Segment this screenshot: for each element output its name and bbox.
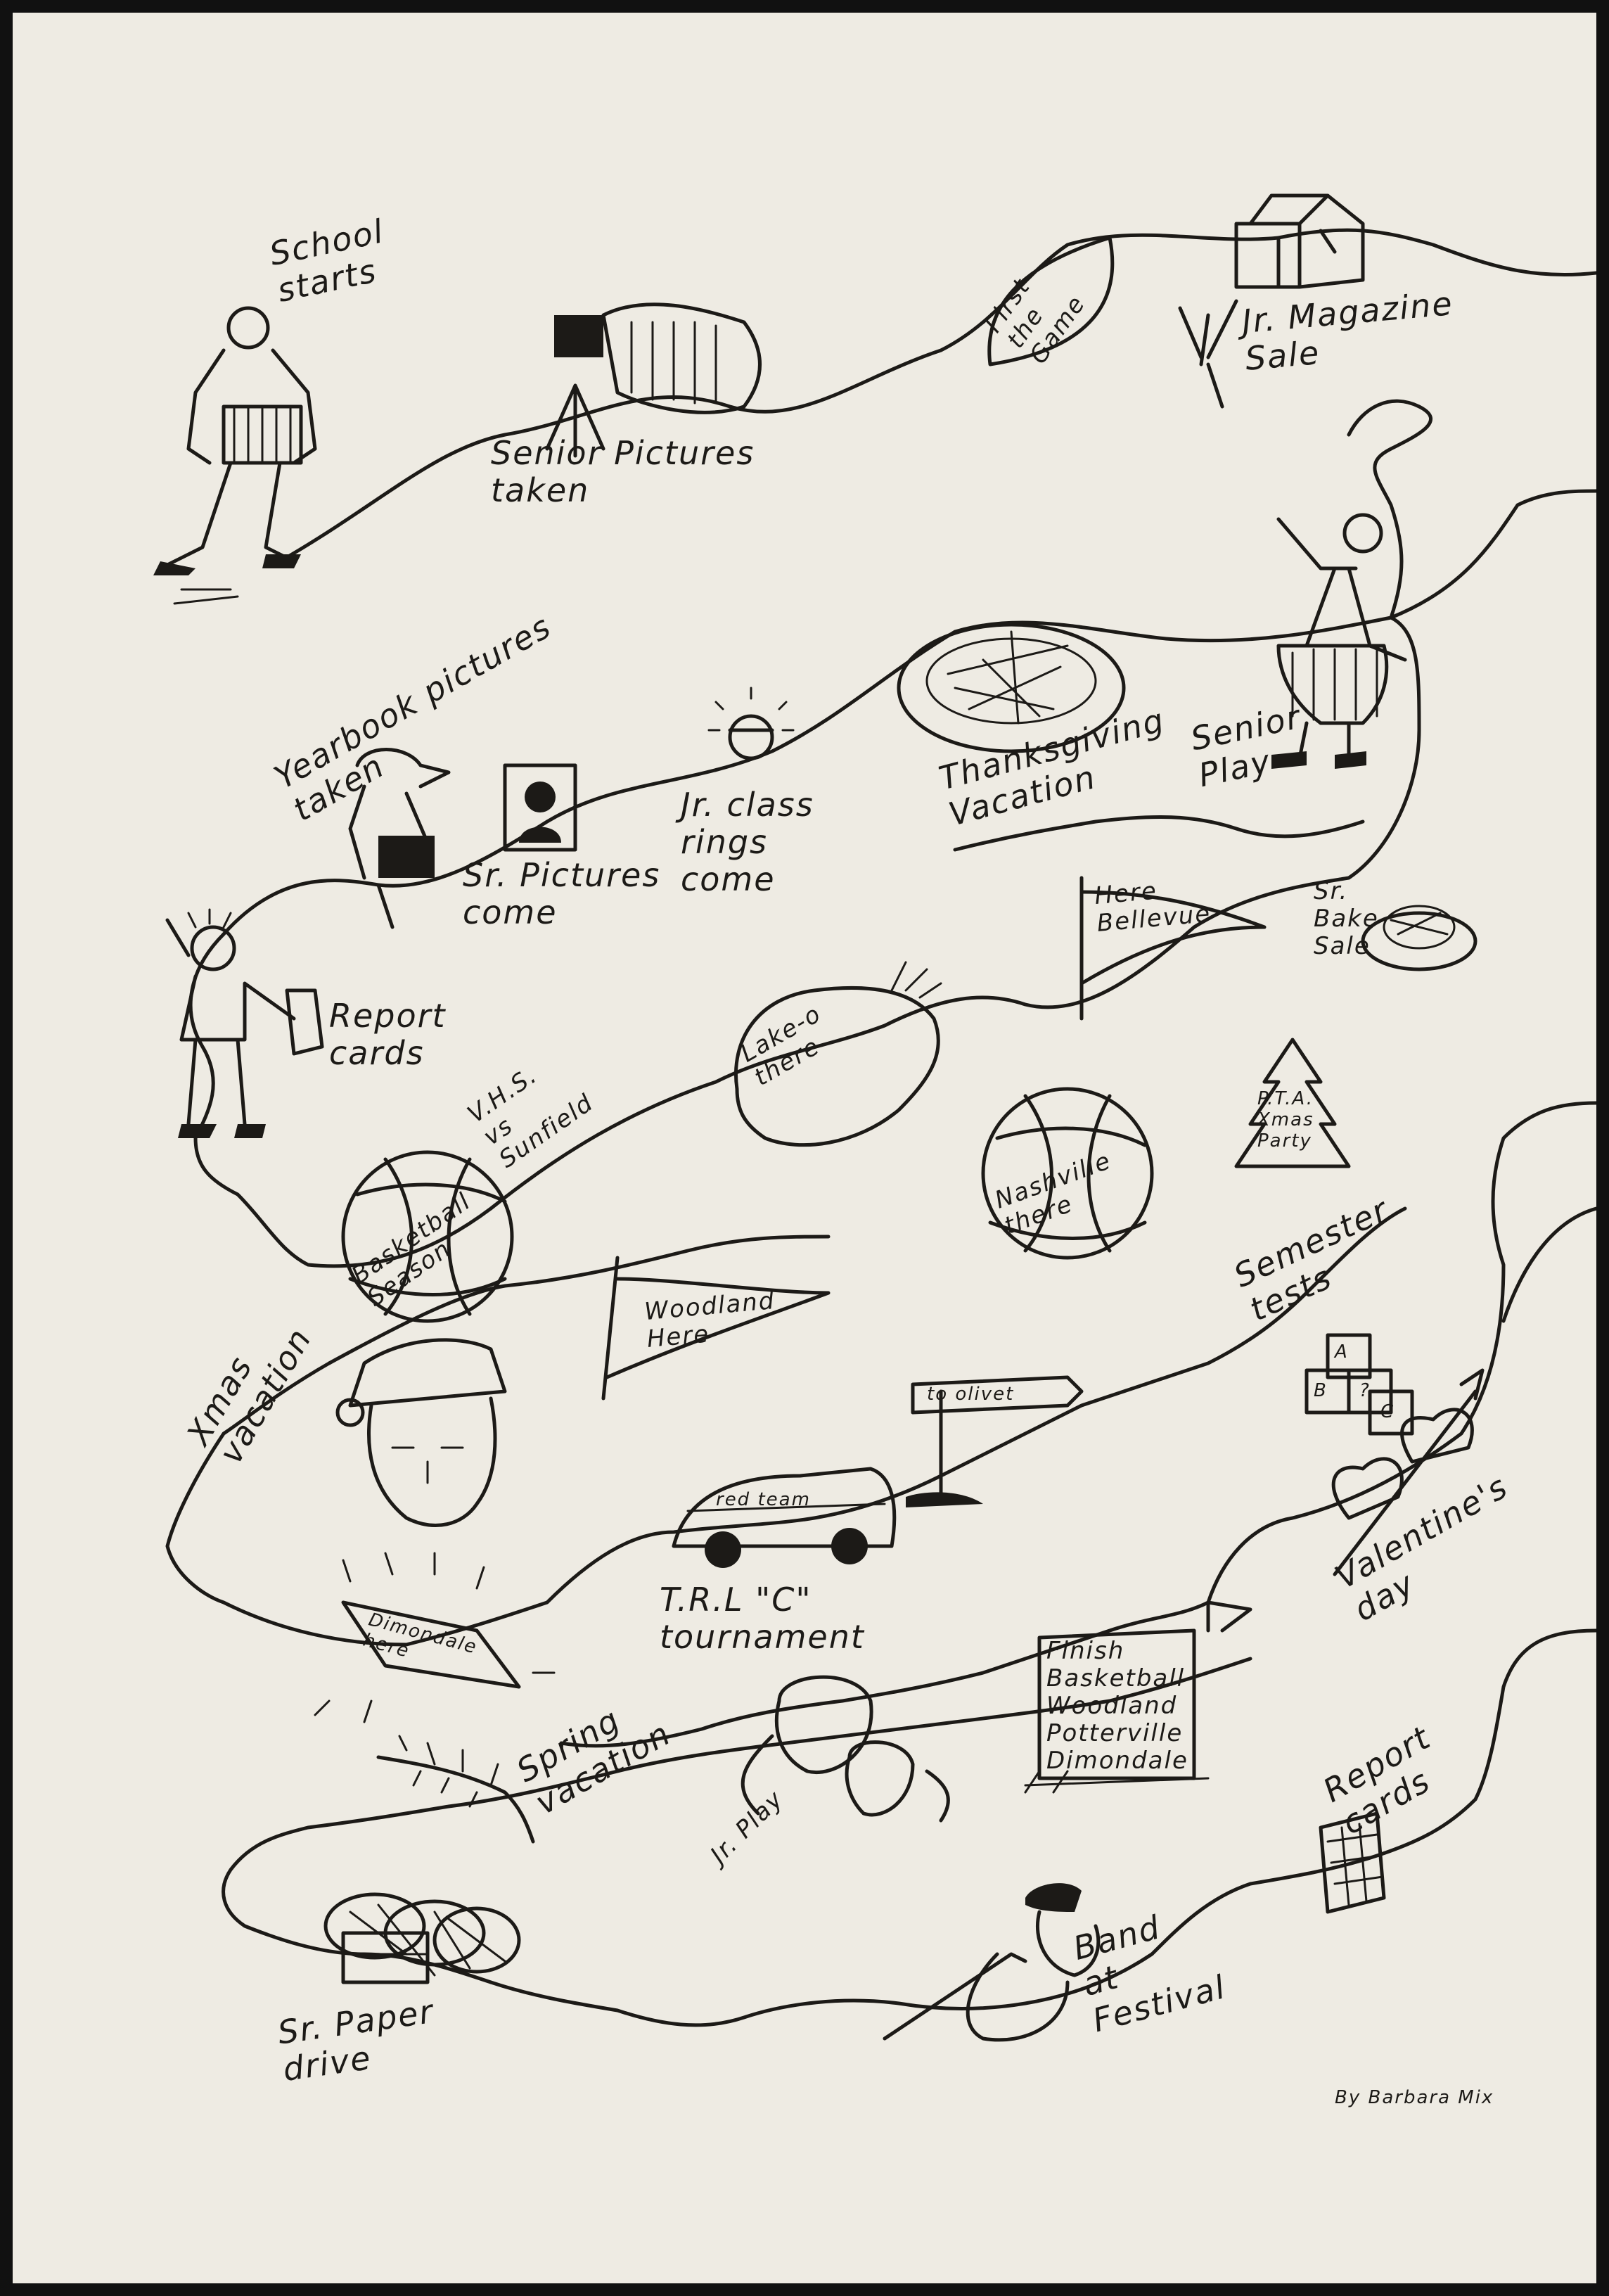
label-finish-basketball: Finish Basketball Woodland Potterville D… [1046,1638,1188,1775]
spring-branch-drawing [378,1736,533,1842]
road-edge-7 [1504,1208,1596,1321]
road-edge-1 [280,230,1596,561]
paper-drive-bundles-drawing [326,1894,519,1982]
label-cube-a: A [1335,1342,1349,1363]
label-jr-class-rings-come: Jr. class rings come [681,786,814,898]
road-edge-5 [955,817,1363,850]
label-pta-xmas-party: P.T.A. Xmas Party [1257,1089,1314,1152]
label-red-team: red team [716,1490,811,1511]
accordion-player-drawing [153,308,315,604]
label-cube-c: C [1380,1402,1395,1423]
label-sr-pictures-come: Sr. Pictures come [463,857,660,931]
band-trombone-player-drawing [885,1883,1098,2040]
label-cube-b: B [1314,1381,1328,1402]
artist-signature: By Barbara Mix [1335,2088,1494,2109]
report-cards-student-drawing [167,910,322,1138]
label-senior-pictures-taken: Senior Pictures taken [491,435,755,509]
label-sr-bake-sale: Sr. Bake Sale [1314,878,1379,960]
road-edge-10 [491,1631,1596,2025]
label-to-olivet: to olivet [927,1384,1014,1405]
label-woodland-here: Woodland Here [643,1287,778,1353]
bake-sale-plate-drawing [1363,906,1475,969]
sr-picture-frame-drawing [505,765,575,850]
label-trl-c-tournament: T.R.L "C" tournament [660,1581,865,1656]
label-report-cards-1: Report cards [329,997,447,1072]
camera-drawing [547,305,760,456]
bus-drawing [674,1469,895,1568]
yearbook-calendar-page: School starts Senior Pictures taken Firs… [13,13,1596,2283]
label-bellevue-pennant: Here Bellevue [1094,873,1212,938]
magazine-boxes-drawing [1236,196,1363,287]
label-cube-question: ? [1359,1381,1371,1402]
santa-claus-drawing [338,1340,505,1526]
road-edge-4 [1349,401,1431,618]
